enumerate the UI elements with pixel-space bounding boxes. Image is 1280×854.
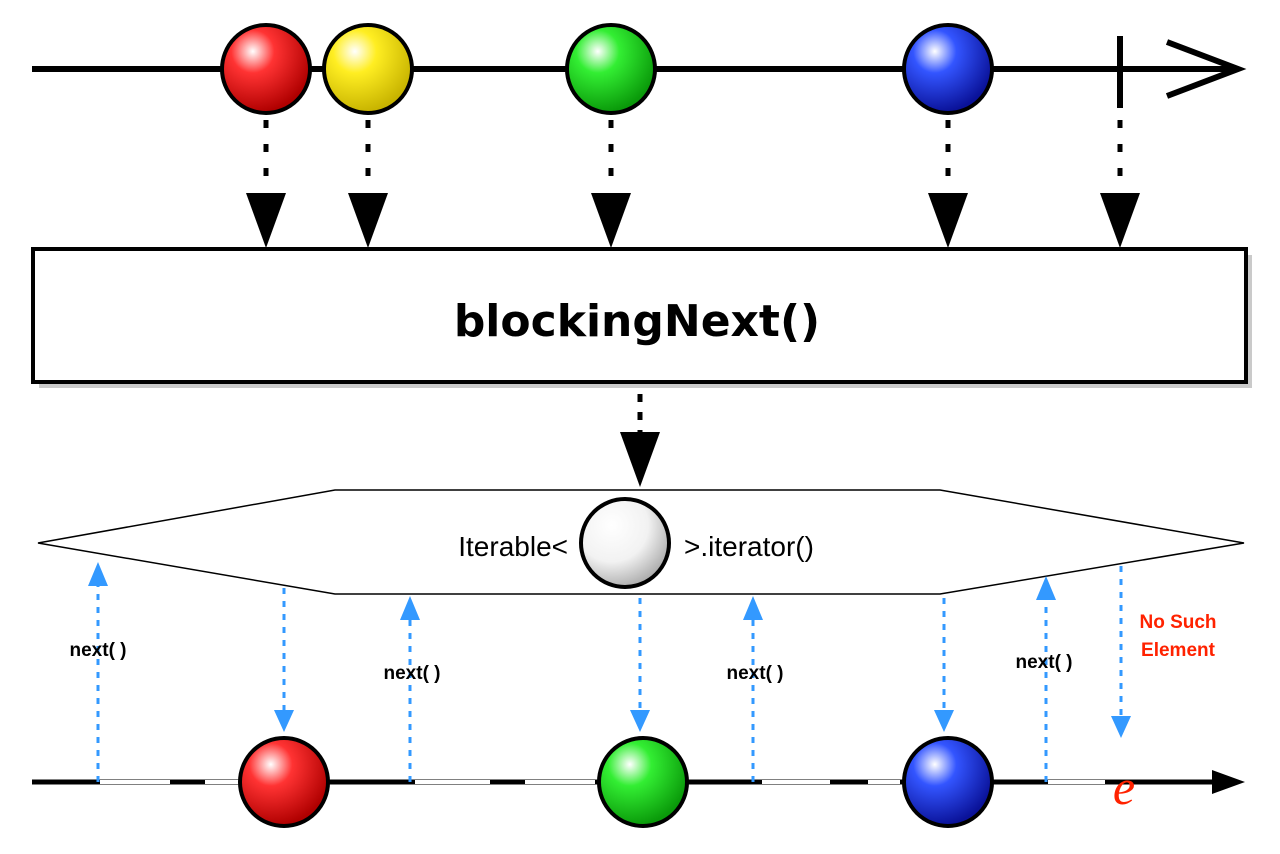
arrow-head <box>591 193 631 248</box>
operator-box: blockingNext() <box>31 247 1252 388</box>
arrow-head <box>88 562 108 586</box>
next-call-label: next( ) <box>727 663 784 684</box>
next-call-label: next( ) <box>70 640 127 661</box>
blue-marble <box>902 736 994 828</box>
arrow-head <box>928 193 968 248</box>
green-marble <box>565 23 657 115</box>
operator-label: blockingNext() <box>454 296 820 347</box>
iterator-shape: Iterable< >.iterator() <box>37 489 1245 595</box>
next-call-label: next( ) <box>1016 652 1073 673</box>
yellow-marble <box>322 23 414 115</box>
arrow-head <box>743 596 763 620</box>
operator-output-arrow <box>620 394 660 487</box>
arrow-head <box>1111 716 1131 738</box>
iterator-prefix: Iterable< <box>458 531 568 562</box>
arrow-head <box>1100 193 1140 248</box>
error-label-line1: No Such <box>1139 612 1216 633</box>
iterator-suffix: >.iterator() <box>684 531 814 562</box>
red-marble <box>220 23 312 115</box>
error-symbol: e <box>1113 759 1135 815</box>
error-label-line2: Element <box>1141 640 1216 661</box>
next-call-arrows <box>88 562 1056 782</box>
red-marble <box>238 736 330 828</box>
green-marble <box>597 736 689 828</box>
arrow-head <box>1036 576 1056 600</box>
arrow-head <box>246 193 286 248</box>
iterator-element-placeholder <box>579 497 671 589</box>
emission-arrows <box>274 566 1131 738</box>
source-marbles <box>220 23 994 115</box>
arrow-head <box>274 710 294 732</box>
input-arrows <box>246 120 1140 248</box>
arrow-head <box>630 710 650 732</box>
arrow-head <box>348 193 388 248</box>
output-marbles <box>238 736 994 828</box>
arrow-head <box>400 596 420 620</box>
blue-marble <box>902 23 994 115</box>
next-call-label: next( ) <box>384 663 441 684</box>
arrow-head <box>934 710 954 732</box>
